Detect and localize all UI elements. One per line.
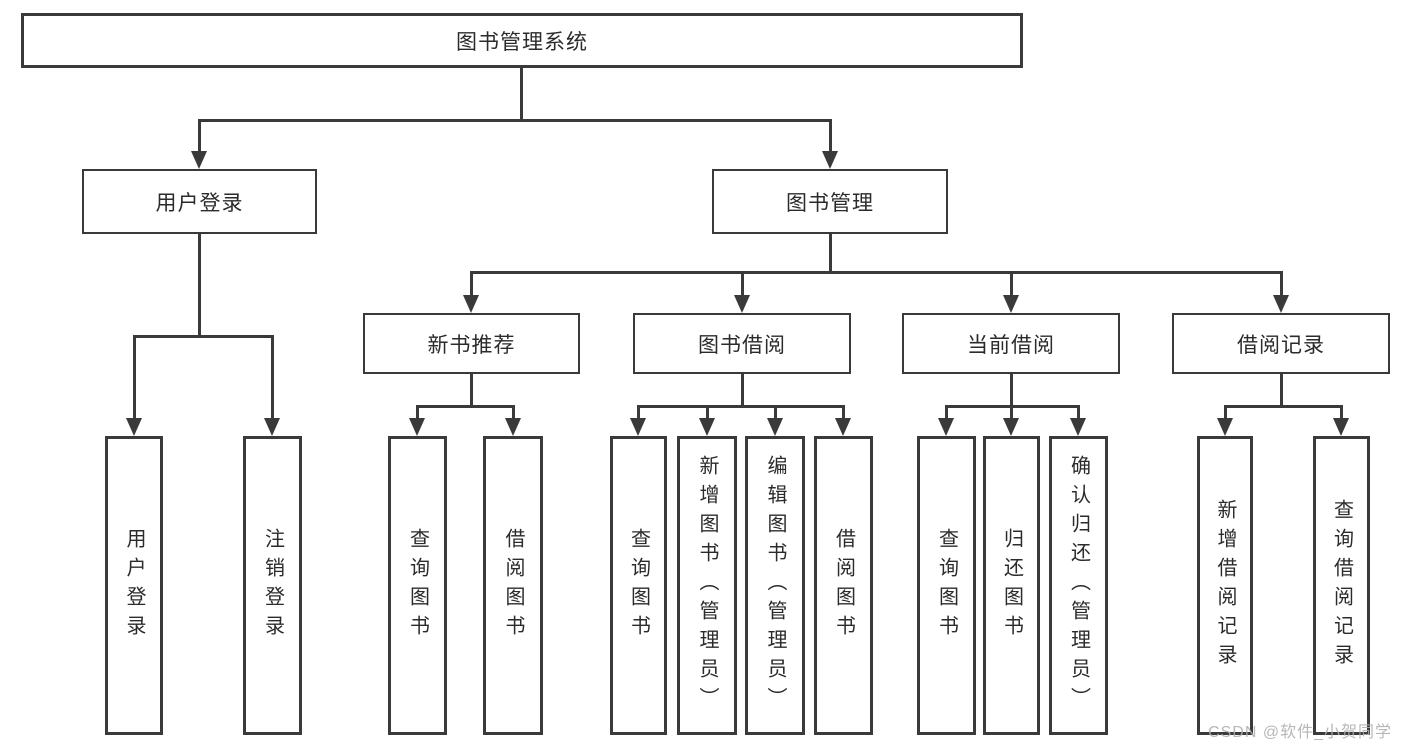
leaf-cb-return-book-label: 归还图书 xyxy=(1000,527,1023,644)
node-user-login-label: 用户登录 xyxy=(155,191,244,215)
leaf-bb-query-book: 查询图书 xyxy=(610,436,667,735)
connector-drop-cb-query xyxy=(945,405,948,420)
connector-book-borrow-stem xyxy=(741,374,744,408)
arrow-down-icon xyxy=(630,418,646,436)
arrow-down-icon xyxy=(1217,418,1233,436)
connector-drop-ul-logout xyxy=(271,335,274,420)
connector-drop-nr-borrow xyxy=(512,405,515,420)
connector-drop-bb-add xyxy=(706,405,709,420)
node-new-book-recommend: 新书推荐 xyxy=(363,313,580,374)
arrow-down-icon xyxy=(1273,295,1289,313)
arrow-down-icon xyxy=(1333,418,1349,436)
connector-drop-cb-return xyxy=(1010,405,1013,420)
arrow-down-icon xyxy=(126,418,142,436)
arrow-down-icon xyxy=(699,418,715,436)
arrow-down-icon xyxy=(822,151,838,169)
node-library-system-label: 图书管理系统 xyxy=(456,30,588,54)
leaf-bb-borrow-book: 借阅图书 xyxy=(814,436,873,735)
node-current-borrowing: 当前借阅 xyxy=(902,313,1120,374)
csdn-watermark: CSDN @软件_小贺同学 xyxy=(1208,724,1392,741)
leaf-cb-confirm-return-admin: 确认归还（管理员） xyxy=(1049,436,1108,735)
arrow-down-icon xyxy=(463,295,479,313)
arrow-down-icon xyxy=(1003,295,1019,313)
node-book-management: 图书管理 xyxy=(712,169,948,234)
connector-drop-new-book-rec xyxy=(470,271,473,298)
connector-drop-current-borrow xyxy=(1010,271,1013,298)
connector-drop-br-query xyxy=(1340,405,1343,420)
connector-user-login-stem xyxy=(198,234,201,338)
connector-drop-nr-query xyxy=(416,405,419,420)
leaf-logout-label: 注销登录 xyxy=(261,527,284,644)
leaf-br-query-record-label: 查询借阅记录 xyxy=(1330,498,1353,673)
arrow-down-icon xyxy=(505,418,521,436)
arrow-down-icon xyxy=(1070,418,1086,436)
leaf-logout: 注销登录 xyxy=(243,436,302,735)
leaf-cb-return-book: 归还图书 xyxy=(983,436,1040,735)
connector-drop-borrow-record xyxy=(1280,271,1283,298)
leaf-user-login-label: 用户登录 xyxy=(123,527,145,644)
node-book-borrowing: 图书借阅 xyxy=(633,313,851,374)
node-user-login: 用户登录 xyxy=(82,169,317,234)
arrow-down-icon xyxy=(264,418,280,436)
leaf-rec-query-book-label: 查询图书 xyxy=(406,527,429,644)
connector-drop-book-mgmt xyxy=(829,119,832,152)
leaf-bb-edit-book-admin-label: 编辑图书（管理员） xyxy=(764,455,786,716)
connector-drop-ul-login xyxy=(133,335,136,420)
connector-book-mgmt-rail xyxy=(470,271,1282,274)
node-current-borrowing-label: 当前借阅 xyxy=(967,333,1055,357)
leaf-rec-borrow-book-label: 借阅图书 xyxy=(502,527,524,644)
leaf-rec-query-book: 查询图书 xyxy=(388,436,447,735)
connector-drop-br-add xyxy=(1224,405,1227,420)
connector-book-mgmt-stem xyxy=(829,234,832,274)
leaf-bb-borrow-book-label: 借阅图书 xyxy=(832,527,855,644)
connector-new-book-rec-stem xyxy=(470,374,473,408)
node-library-system: 图书管理系统 xyxy=(21,13,1023,68)
leaf-cb-query-book-label: 查询图书 xyxy=(935,527,958,644)
node-book-management-label: 图书管理 xyxy=(786,191,874,215)
connector-current-borrow-stem xyxy=(1010,374,1013,408)
connector-drop-book-borrow xyxy=(741,271,744,298)
arrow-down-icon xyxy=(1003,418,1019,436)
connector-drop-bb-borrow xyxy=(842,405,845,420)
connector-book-borrow-rail xyxy=(637,405,845,408)
connector-drop-cb-confirm xyxy=(1077,405,1080,420)
leaf-user-login: 用户登录 xyxy=(105,436,163,735)
connector-root-rail xyxy=(198,119,831,122)
leaf-bb-edit-book-admin: 编辑图书（管理员） xyxy=(745,436,805,735)
connector-drop-bb-query xyxy=(637,405,640,420)
leaf-bb-add-book-admin-label: 新增图书（管理员） xyxy=(696,455,718,716)
arrow-down-icon xyxy=(409,418,425,436)
leaf-br-query-record: 查询借阅记录 xyxy=(1313,436,1370,735)
arrow-down-icon xyxy=(938,418,954,436)
node-borrowing-records: 借阅记录 xyxy=(1172,313,1390,374)
leaf-rec-borrow-book: 借阅图书 xyxy=(483,436,543,735)
leaf-br-add-record-label: 新增借阅记录 xyxy=(1214,498,1236,673)
connector-drop-user-login xyxy=(198,119,201,152)
connector-root-stem xyxy=(520,68,523,121)
arrow-down-icon xyxy=(767,418,783,436)
node-borrowing-records-label: 借阅记录 xyxy=(1237,333,1325,357)
arrow-down-icon xyxy=(835,418,851,436)
connector-drop-bb-edit xyxy=(774,405,777,420)
leaf-br-add-record: 新增借阅记录 xyxy=(1197,436,1253,735)
connector-borrow-record-stem xyxy=(1280,374,1283,408)
node-book-borrowing-label: 图书借阅 xyxy=(698,333,786,357)
leaf-cb-query-book: 查询图书 xyxy=(917,436,976,735)
leaf-cb-confirm-return-admin-label: 确认归还（管理员） xyxy=(1067,455,1090,716)
arrow-down-icon xyxy=(191,151,207,169)
connector-borrow-record-rail xyxy=(1224,405,1343,408)
connector-new-book-rec-rail xyxy=(416,405,515,408)
node-new-book-recommend-label: 新书推荐 xyxy=(427,333,516,357)
leaf-bb-add-book-admin: 新增图书（管理员） xyxy=(677,436,737,735)
arrow-down-icon xyxy=(734,295,750,313)
connector-user-login-rail xyxy=(133,335,274,338)
leaf-bb-query-book-label: 查询图书 xyxy=(627,527,650,644)
